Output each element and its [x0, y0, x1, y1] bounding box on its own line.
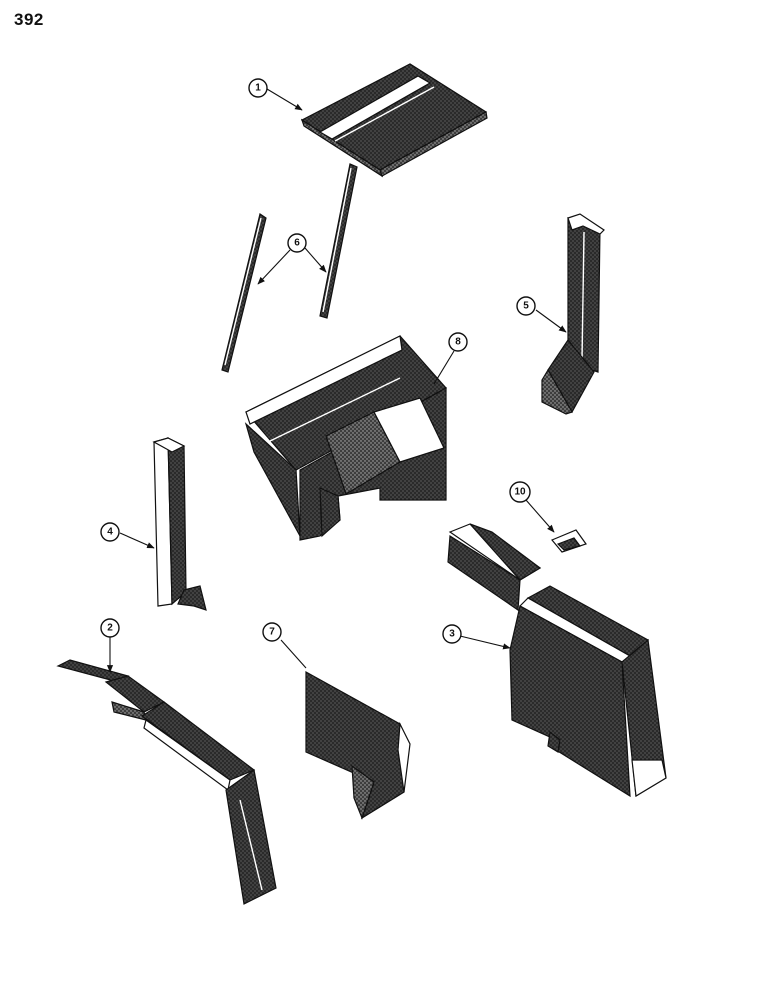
- part-6-trim-strips: [221, 163, 358, 373]
- callout-5: 5: [516, 296, 536, 316]
- callout-1: 1: [248, 78, 268, 98]
- callout-1-label: 1: [255, 83, 261, 94]
- callout-2-label: 2: [107, 623, 113, 634]
- part-1-top-panel: [300, 63, 488, 178]
- part-5-corner-post: [541, 213, 605, 415]
- part-7-angled-panel: [305, 670, 411, 820]
- callout-10-label: 10: [514, 487, 526, 498]
- part-4-channel-post: [152, 437, 207, 611]
- callout-3: 3: [442, 624, 462, 644]
- callout-4: 4: [100, 522, 120, 542]
- page-number: 392: [14, 10, 44, 29]
- callout-8-label: 8: [455, 337, 461, 348]
- callout-4-label: 4: [107, 527, 113, 538]
- leader-lines: [106, 88, 567, 673]
- callout-6: 6: [287, 233, 307, 253]
- callout-7: 7: [262, 622, 282, 642]
- part-10-clip: [551, 529, 587, 553]
- callout-3-label: 3: [449, 629, 455, 640]
- callout-5-label: 5: [523, 301, 529, 312]
- part-8-center-housing: [244, 335, 447, 541]
- callout-6-label: 6: [294, 238, 300, 249]
- part-3-right-shroud: [447, 523, 667, 798]
- callout-2: 2: [100, 618, 120, 638]
- callout-10: 10: [509, 481, 531, 503]
- callout-8: 8: [448, 332, 468, 352]
- part-2-lower-trim: [56, 659, 277, 905]
- callout-7-label: 7: [269, 627, 275, 638]
